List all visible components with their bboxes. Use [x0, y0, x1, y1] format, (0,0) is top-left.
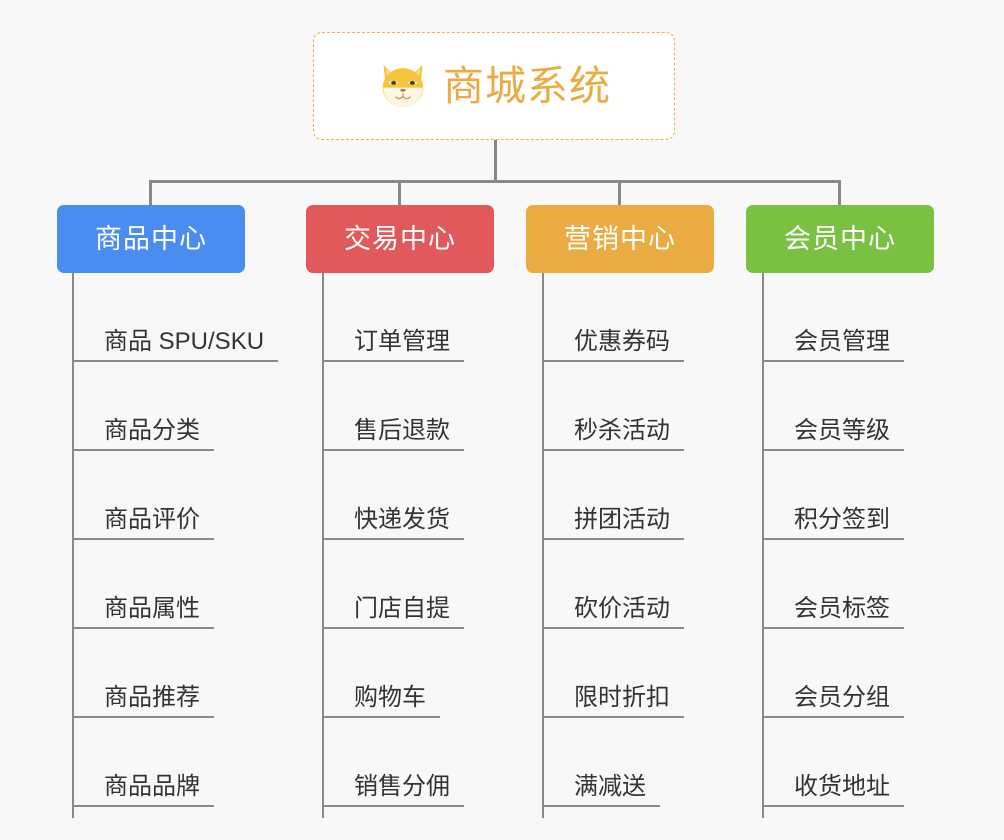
leaf-label: 优惠券码 [574, 327, 670, 355]
leaf-item[interactable]: 商品推荐 [72, 629, 214, 718]
connector-drop-4 [838, 180, 841, 207]
leaf-item[interactable]: 砍价活动 [542, 540, 684, 629]
leaf-label: 商品品牌 [104, 772, 200, 800]
leaf-item[interactable]: 商品分类 [72, 362, 214, 451]
branch-label: 商品中心 [95, 223, 207, 254]
leaf-label: 秒杀活动 [574, 416, 670, 444]
connector-drop-3 [618, 180, 621, 207]
leaf-label: 砍价活动 [574, 594, 670, 622]
leaf-label: 销售分佣 [354, 772, 450, 800]
leaf-item[interactable]: 限时折扣 [542, 629, 684, 718]
leaf-label: 购物车 [354, 683, 426, 711]
branch-label: 会员中心 [784, 223, 896, 254]
leaf-item[interactable]: 满减送 [542, 718, 660, 807]
leaf-label: 快递发货 [354, 505, 450, 533]
leaf-label: 商品属性 [104, 594, 200, 622]
leaf-item[interactable]: 会员标签 [762, 540, 904, 629]
connector-root-stem [494, 140, 497, 182]
leaf-label: 商品 SPU/SKU [104, 327, 265, 355]
branch-header-trade[interactable]: 交易中心 [306, 205, 494, 273]
leaf-item[interactable]: 积分签到 [762, 451, 904, 540]
branch-header-product[interactable]: 商品中心 [57, 205, 245, 273]
leaf-label: 会员标签 [794, 594, 890, 622]
shiba-dog-face-icon [382, 64, 424, 108]
leaf-item[interactable]: 订单管理 [322, 273, 464, 362]
leaf-trunk-line [322, 273, 324, 818]
leaf-item[interactable]: 会员分组 [762, 629, 904, 718]
leaf-label: 会员分组 [794, 683, 890, 711]
leaf-item[interactable]: 拼团活动 [542, 451, 684, 540]
leaf-label: 商品分类 [104, 416, 200, 444]
leaf-item[interactable]: 商品 SPU/SKU [72, 273, 279, 362]
leaf-item[interactable]: 商品评价 [72, 451, 214, 540]
root-title: 商城系统 [443, 62, 611, 109]
leaf-item[interactable]: 优惠券码 [542, 273, 684, 362]
leaf-label: 售后退款 [354, 416, 450, 444]
connector-horizontal-bus [150, 180, 840, 183]
leaf-label: 收货地址 [794, 772, 890, 800]
leaf-item[interactable]: 商品属性 [72, 540, 214, 629]
leaf-trunk-line [542, 273, 544, 818]
leaf-item[interactable]: 收货地址 [762, 718, 904, 807]
leaf-label: 会员管理 [794, 327, 890, 355]
leaf-item[interactable]: 销售分佣 [322, 718, 464, 807]
leaf-label: 商品推荐 [104, 683, 200, 711]
leaf-label: 限时折扣 [574, 683, 670, 711]
leaf-item[interactable]: 会员管理 [762, 273, 904, 362]
leaf-trunk-line [762, 273, 764, 818]
branch-label: 交易中心 [344, 223, 456, 254]
leaf-label: 会员等级 [794, 416, 890, 444]
leaf-label: 积分签到 [794, 505, 890, 533]
leaf-label: 商品评价 [104, 505, 200, 533]
branch-label: 营销中心 [564, 223, 676, 254]
leaf-label: 拼团活动 [574, 505, 670, 533]
leaf-label: 满减送 [574, 772, 646, 800]
leaf-item[interactable]: 会员等级 [762, 362, 904, 451]
root-node[interactable]: 商城系统 [313, 32, 675, 140]
branch-header-marketing[interactable]: 营销中心 [526, 205, 714, 273]
leaf-item[interactable]: 购物车 [322, 629, 440, 718]
leaf-item[interactable]: 快递发货 [322, 451, 464, 540]
leaf-item[interactable]: 门店自提 [322, 540, 464, 629]
leaf-label: 订单管理 [354, 327, 450, 355]
branch-header-member[interactable]: 会员中心 [746, 205, 934, 273]
leaf-label: 门店自提 [354, 594, 450, 622]
connector-drop-2 [398, 180, 401, 207]
leaf-trunk-line [72, 273, 74, 818]
leaf-item[interactable]: 商品品牌 [72, 718, 214, 807]
leaf-item[interactable]: 秒杀活动 [542, 362, 684, 451]
leaf-item[interactable]: 售后退款 [322, 362, 464, 451]
connector-drop-1 [149, 180, 152, 207]
